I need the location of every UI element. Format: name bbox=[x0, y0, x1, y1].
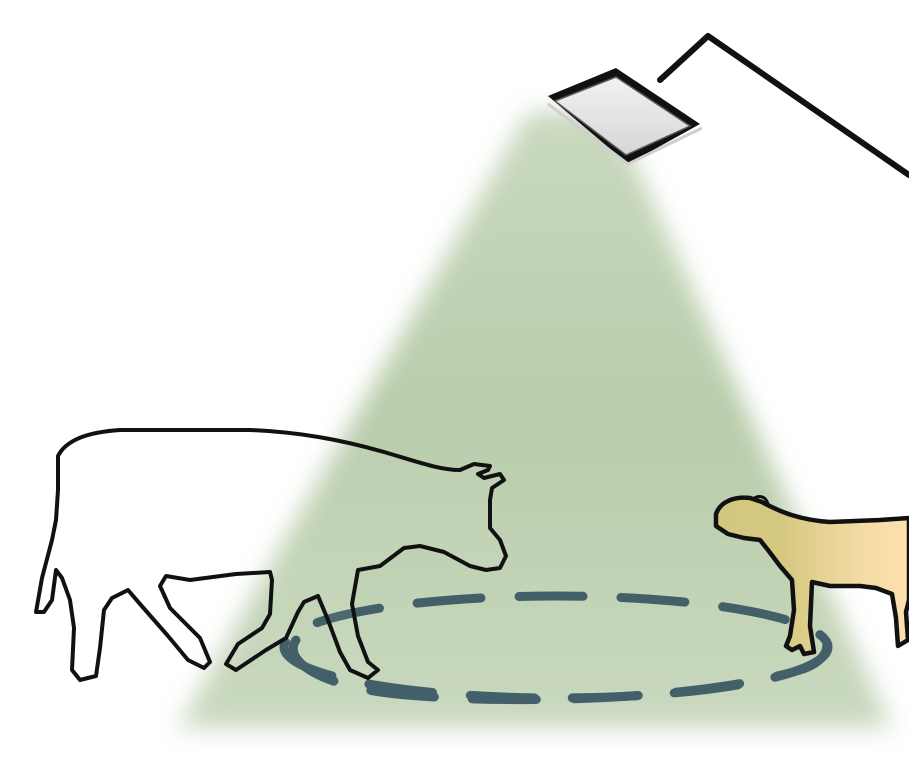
mounting-arm-icon bbox=[660, 36, 909, 175]
mounting-arm-line bbox=[660, 36, 909, 175]
